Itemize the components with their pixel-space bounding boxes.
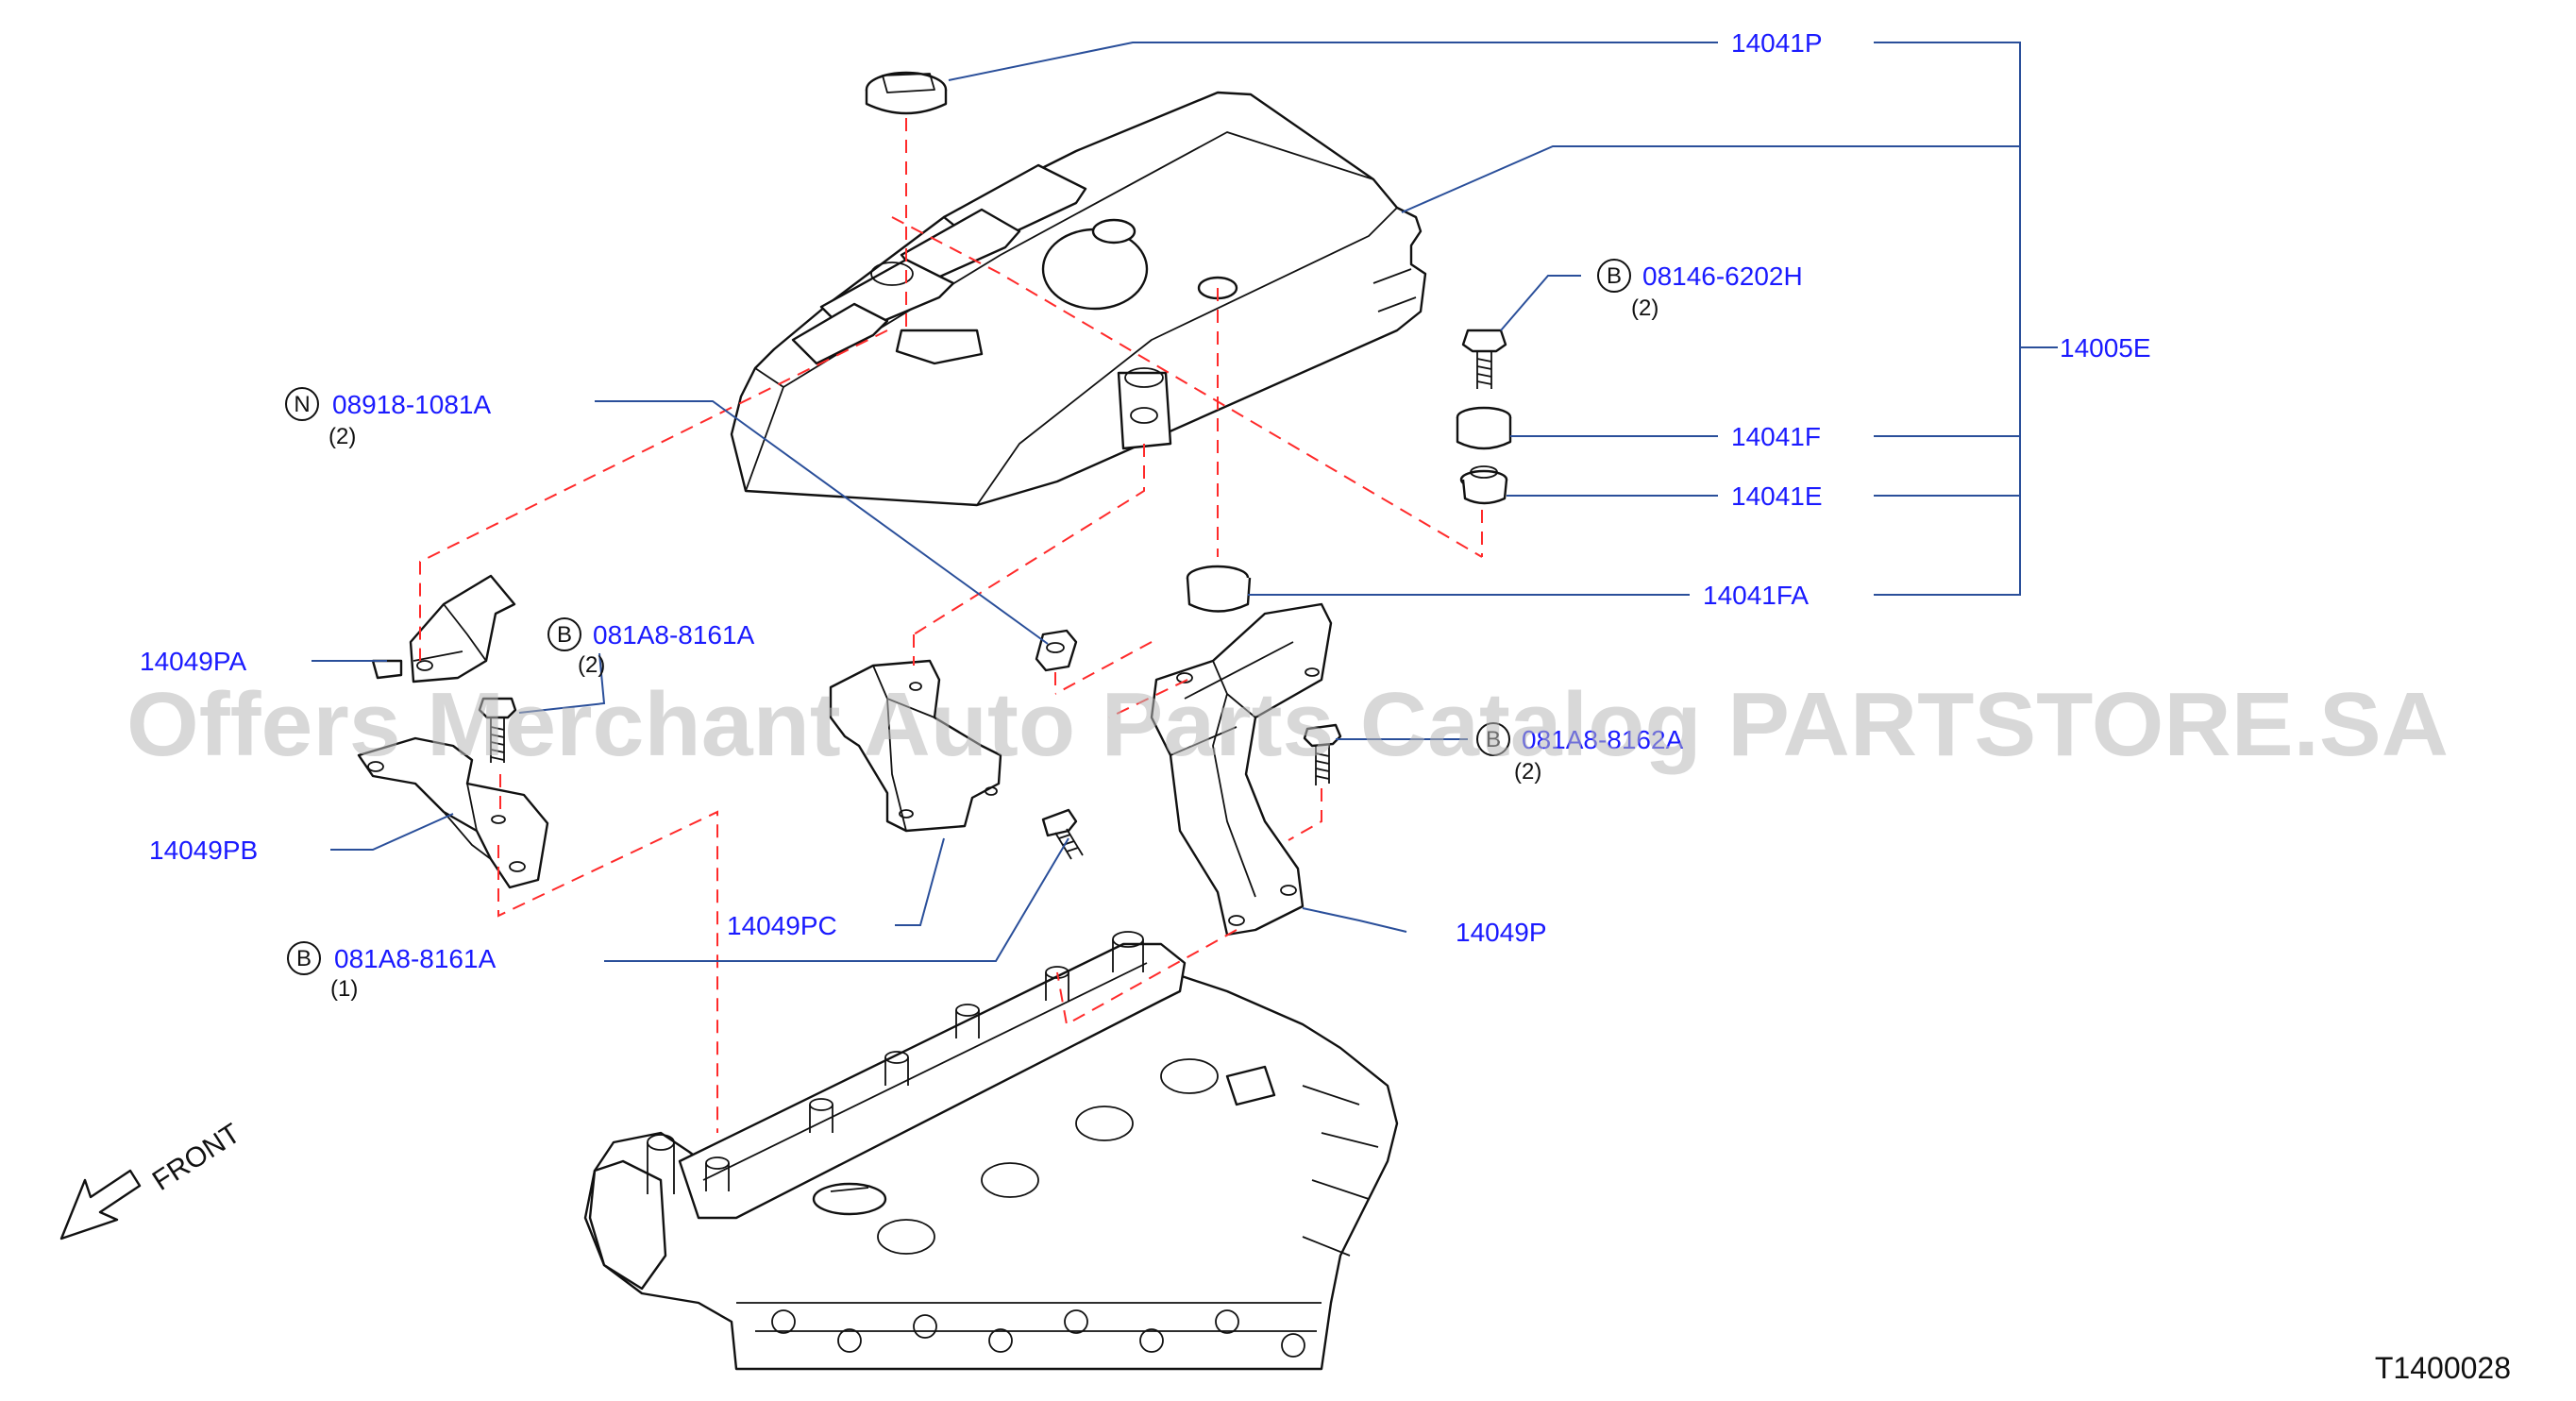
callout-letter: N — [294, 392, 310, 417]
grommet-14041FA-illustration — [1186, 565, 1252, 613]
front-arrow-icon — [59, 1169, 142, 1241]
callout-b-obscured[interactable]: B 081A8-8162A (2) — [1476, 722, 1684, 785]
grommet-14041E-illustration — [1459, 465, 1508, 505]
label-14049PA[interactable]: 14049PA — [140, 647, 246, 676]
callout-letter: B — [557, 622, 572, 648]
bracket-14049PB-illustration — [357, 736, 549, 889]
part-code[interactable]: 08918-1081A — [332, 390, 491, 419]
bolt-081A8-upper-illustration — [478, 697, 517, 763]
front-label: FRONT — [147, 1118, 246, 1197]
quantity: (2) — [328, 424, 356, 449]
bracket-14049P-illustration — [1150, 602, 1333, 937]
callout-b-081a8-upper[interactable]: B 081A8-8161A (2) — [547, 617, 755, 678]
bolt-081A8-lower-illustration — [1041, 808, 1084, 860]
label-14041E[interactable]: 14041E — [1731, 481, 1823, 511]
label-14049PC[interactable]: 14049PC — [727, 911, 837, 940]
part-code[interactable]: 081A8-8161A — [593, 620, 755, 650]
quantity: (2) — [1514, 759, 1541, 785]
callout-n-08918[interactable]: N 08918-1081A (2) — [285, 387, 491, 449]
engine-cover-illustration — [730, 91, 1427, 507]
callout-b-08146[interactable]: B 08146-6202H (2) — [1597, 259, 1803, 321]
spacer-14041F-illustration — [1456, 406, 1512, 450]
bracket-14049PC-illustration — [829, 659, 1002, 833]
bolt-08146-illustration — [1461, 329, 1507, 389]
oil-filler-cap-illustration — [865, 71, 948, 115]
engine-head-illustration — [583, 931, 1399, 1371]
label-14005E[interactable]: 14005E — [2060, 333, 2151, 363]
callout-b-081a8-lower[interactable]: B 081A8-8161A (1) — [287, 941, 497, 1002]
label-14041FA[interactable]: 14041FA — [1703, 581, 1809, 610]
label-14041F[interactable]: 14041F — [1731, 422, 1821, 451]
bracket-14049PA-illustration — [371, 574, 516, 684]
part-code[interactable]: 081A8-8161A — [334, 944, 497, 973]
quantity: (1) — [330, 976, 358, 1002]
leader-lines — [311, 42, 2058, 962]
callout-letter: B — [1607, 263, 1622, 289]
callout-letter: B — [296, 946, 311, 971]
callout-letter: B — [1486, 727, 1501, 752]
front-direction-indicator: FRONT — [59, 1118, 246, 1241]
quantity: (2) — [578, 652, 605, 678]
quantity: (2) — [1631, 295, 1658, 321]
bolt-obscured-illustration — [1303, 723, 1342, 785]
label-14041P[interactable]: 14041P — [1731, 28, 1823, 58]
nut-08918-illustration — [1035, 629, 1078, 672]
part-number-labels: 14041P 14005E 14041F 14041E 14041FA 1404… — [140, 28, 2151, 947]
part-code[interactable]: 081A8-8162A — [1522, 725, 1684, 754]
assembly-dashed-lines — [419, 118, 1483, 1133]
diagram-reference-code: T1400028 — [2375, 1351, 2511, 1385]
part-code[interactable]: 08146-6202H — [1642, 262, 1803, 291]
label-14049PB[interactable]: 14049PB — [149, 836, 258, 865]
watermark: Offers Merchant Auto Parts Catalog PARTS… — [126, 674, 2449, 775]
label-14049P[interactable]: 14049P — [1456, 918, 1547, 947]
